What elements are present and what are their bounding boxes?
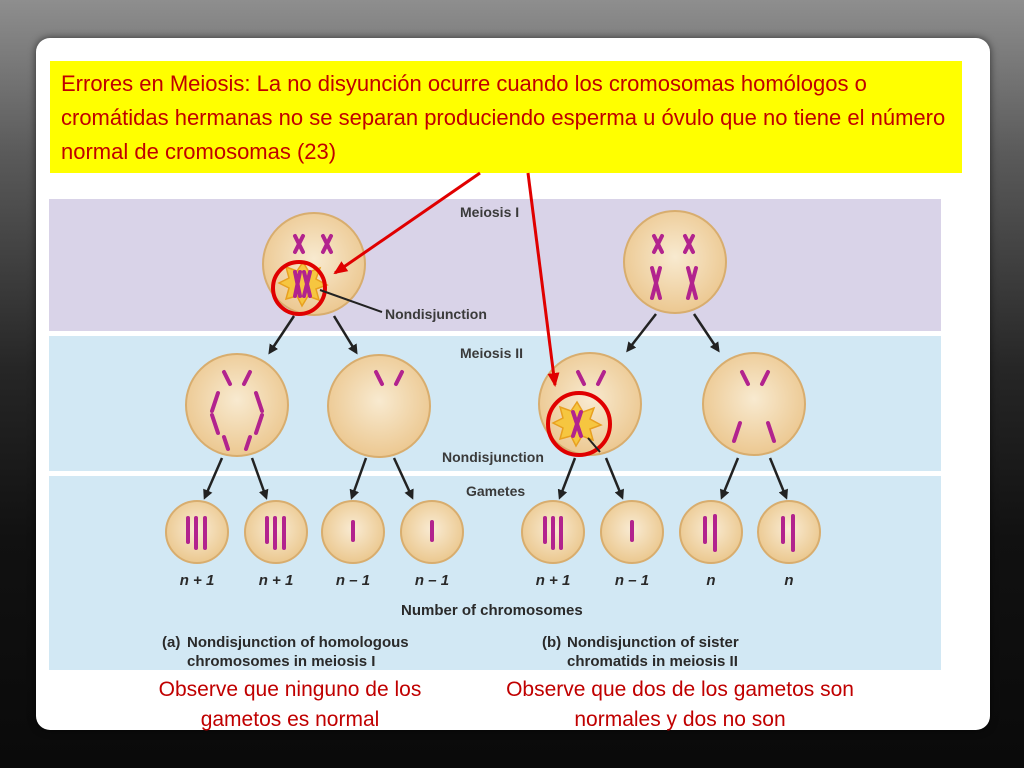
nondisjunction-burst-a	[277, 260, 329, 308]
gamete-b4	[757, 500, 821, 564]
highlight-circle-a	[271, 260, 327, 316]
gamete-chromosomes	[186, 514, 795, 552]
gamete-label-b3: n	[706, 572, 715, 589]
nondisjunction-label-b: Nondisjunction	[442, 449, 544, 465]
parent-b-chromosomes	[650, 234, 698, 300]
pointer-arrow-a	[333, 171, 481, 275]
panel-a-line2: chromosomes in meiosis I	[187, 653, 375, 670]
gamete-label-a4: n – 1	[415, 572, 449, 589]
panel-a-line1: Nondisjunction of homologous	[187, 634, 409, 651]
meiosis-arrows-1	[268, 313, 720, 355]
meiosis-1-band	[49, 199, 941, 331]
gamete-label-a1: n + 1	[180, 572, 215, 589]
gametes-label: Gametes	[466, 483, 525, 499]
slide-title: Errores en Meiosis: La no disyunción ocu…	[61, 71, 946, 164]
meiosis2-cell-a1	[185, 353, 289, 457]
panel-b-letter: (b)	[542, 634, 561, 651]
panel-a-letter: (a)	[162, 634, 180, 651]
meiosis2-cell-b2	[702, 352, 806, 456]
caption-left: Observe que ninguno de los gametos es no…	[158, 678, 422, 731]
highlight-circle-b	[546, 391, 612, 457]
gamete-label-a2: n + 1	[259, 572, 294, 589]
gamete-b3	[679, 500, 743, 564]
pointer-arrow-b	[526, 172, 560, 387]
parent-a-chromosomes	[293, 234, 333, 254]
axis-label: Number of chromosomes	[401, 602, 583, 619]
parent-cell-b	[623, 210, 727, 314]
gamete-label-b2: n – 1	[615, 572, 649, 589]
panel-b-line1: Nondisjunction of sister	[567, 634, 739, 651]
caption-right: Observe que dos de los gametos son norma…	[506, 678, 854, 731]
title-highlight	[50, 61, 962, 173]
meiosis-2-label: Meiosis II	[460, 345, 523, 361]
gamete-label-a3: n – 1	[336, 572, 370, 589]
nondisjunction-label-a: Nondisjunction	[385, 306, 487, 322]
meiosis-1-label: Meiosis I	[460, 204, 519, 220]
meiosis-arrows-2	[203, 457, 788, 500]
gamete-label-b4: n	[784, 572, 793, 589]
gamete-label-b1: n + 1	[536, 572, 571, 589]
meiosis2-cell-a2	[327, 354, 431, 458]
panel-b-line2: chromatids in meiosis II	[567, 653, 738, 670]
